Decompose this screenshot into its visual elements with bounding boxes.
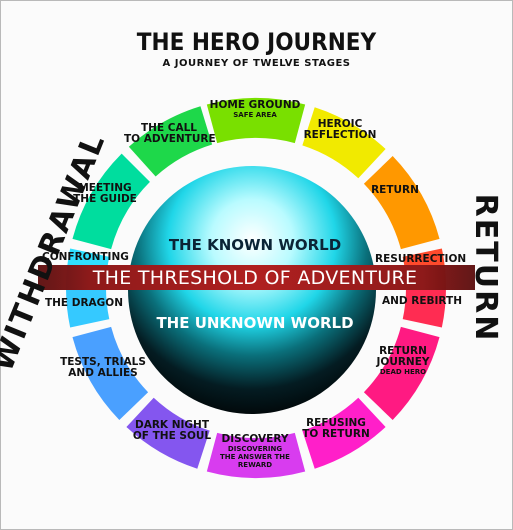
- stage-segment: [66, 288, 110, 328]
- stage-segment: [206, 432, 306, 478]
- stage-resurrection: RESURRECTION: [375, 253, 467, 265]
- stage-segment: [302, 397, 386, 469]
- stage-segment: [128, 106, 213, 177]
- stage-sub: DISCOVERING THE ANSWER THE REWARD: [220, 445, 290, 469]
- stage-line: TESTS, TRIALS: [60, 356, 146, 368]
- stage-line: HEROIC: [317, 118, 363, 130]
- stage-the-dragon: THE DRAGON: [44, 298, 124, 309]
- stage-sub: SAFE AREA: [233, 111, 277, 119]
- stage-segment: [206, 98, 306, 144]
- stage-and-rebirth: AND REBIRTH: [377, 296, 467, 307]
- stage-refusing-to-return: REFUSING TO RETURN: [296, 418, 376, 440]
- stage-line: THE CALL: [141, 122, 197, 134]
- stage-dark-night: DARK NIGHT OF THE SOUL: [130, 420, 214, 442]
- stage-sub: DEAD HERO: [379, 368, 427, 376]
- stage-segment: [363, 156, 440, 250]
- stage-call-adventure: THE CALL TO ADVENTURE: [124, 122, 216, 145]
- stage-line: RESURRECTION: [375, 253, 467, 265]
- stage-return: RETURN: [365, 185, 425, 196]
- stage-heroic-reflection: HEROIC REFLECTION: [300, 119, 380, 141]
- return-label: RETURN: [468, 193, 503, 343]
- page-subtitle: A JOURNEY OF TWELVE STAGES: [162, 58, 351, 69]
- stage-line: THE GUIDE: [73, 193, 137, 205]
- stage-segment: [72, 326, 149, 420]
- stage-tests-trials: TESTS, TRIALS AND ALLIES: [58, 357, 148, 379]
- stage-line: REFLECTION: [303, 129, 377, 141]
- stage-line: RETURN: [379, 345, 427, 357]
- stage-home-ground: HOME GROUND SAFE AREA: [205, 99, 305, 120]
- stage-line: MEETING: [78, 182, 132, 194]
- stage-segment: [126, 397, 210, 469]
- stage-segment: [72, 153, 150, 250]
- stage-meeting-guide: MEETING THE GUIDE: [70, 183, 140, 205]
- stage-line: TO ADVENTURE: [124, 133, 216, 145]
- stage-segment: [402, 288, 447, 328]
- stage-return-journey: RETURN JOURNEY DEAD HERO: [368, 345, 438, 377]
- stage-line: RETURN: [371, 184, 419, 196]
- threshold-band: [38, 265, 475, 290]
- stage-line: AND ALLIES: [68, 367, 138, 379]
- page-title: THE HERO JOURNEY: [136, 28, 377, 56]
- stage-line: OF THE SOUL: [132, 430, 212, 442]
- stage-discovery: DISCOVERY DISCOVERING THE ANSWER THE REW…: [213, 433, 297, 470]
- stage-segment: [363, 326, 440, 420]
- unknown-world-label: THE UNKNOWN WORLD: [156, 314, 354, 332]
- stage-line: DISCOVERY: [221, 433, 289, 445]
- stage-line: CONFRONTING: [42, 251, 129, 263]
- threshold-label: THE THRESHOLD OF ADVENTURE: [92, 267, 418, 289]
- stage-line: THE DRAGON: [44, 297, 124, 309]
- stage-segment: [302, 107, 386, 179]
- stage-confronting: CONFRONTING: [42, 251, 129, 263]
- stage-line: HOME GROUND: [209, 99, 301, 111]
- stage-line: TO RETURN: [302, 428, 370, 440]
- stage-line: REFUSING: [306, 417, 366, 429]
- stage-line: JOURNEY: [376, 356, 430, 368]
- known-world-label: THE KNOWN WORLD: [168, 236, 342, 254]
- stage-line: DARK NIGHT: [135, 419, 209, 431]
- stage-line: AND REBIRTH: [381, 295, 463, 307]
